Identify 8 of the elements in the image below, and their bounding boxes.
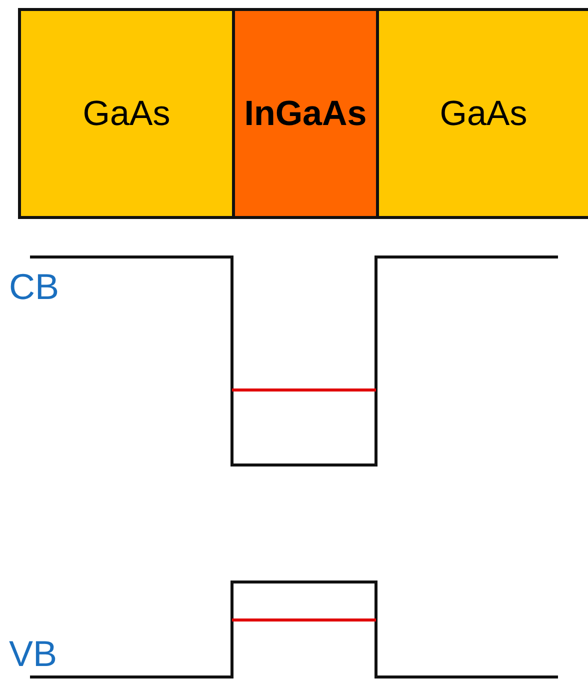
layer-block — [232, 8, 379, 219]
layer-label: GaAs — [82, 94, 170, 134]
band-label: CB — [9, 269, 60, 305]
layer-block — [18, 8, 235, 219]
layer-label: GaAs — [440, 94, 528, 134]
layer-block — [376, 8, 588, 219]
layer-label: InGaAs — [244, 94, 367, 134]
band-label: VB — [9, 636, 58, 672]
